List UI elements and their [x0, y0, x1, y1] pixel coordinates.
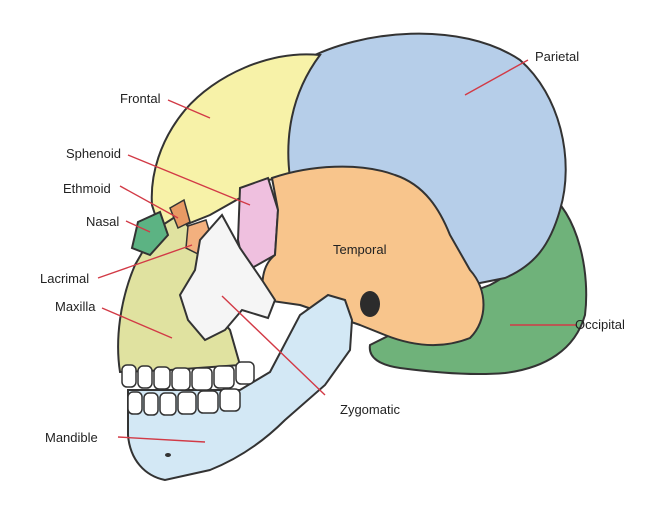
label-maxilla: Maxilla	[55, 299, 96, 314]
label-occipital: Occipital	[575, 317, 625, 332]
label-lacrimal: Lacrimal	[40, 271, 90, 286]
label-nasal: Nasal	[86, 214, 120, 229]
label-ethmoid: Ethmoid	[63, 181, 111, 196]
mandible-bone	[127, 293, 354, 482]
ear-canal	[360, 291, 380, 317]
teeth	[121, 361, 255, 416]
label-frontal: Frontal	[120, 91, 161, 106]
zygomatic-bone	[178, 213, 277, 342]
frontal-bone	[150, 53, 322, 232]
label-mandible: Mandible	[45, 430, 98, 445]
label-zygomatic: Zygomatic	[340, 402, 400, 417]
ethmoid-bone	[169, 198, 191, 230]
label-temporal: Temporal	[333, 242, 387, 257]
label-parietal: Parietal	[535, 49, 580, 64]
temporal-bone	[261, 165, 485, 347]
leader-lines	[97, 59, 576, 443]
mental-foramen	[165, 453, 171, 457]
label-sphenoid: Sphenoid	[66, 146, 121, 161]
nasal-bone	[130, 210, 170, 257]
